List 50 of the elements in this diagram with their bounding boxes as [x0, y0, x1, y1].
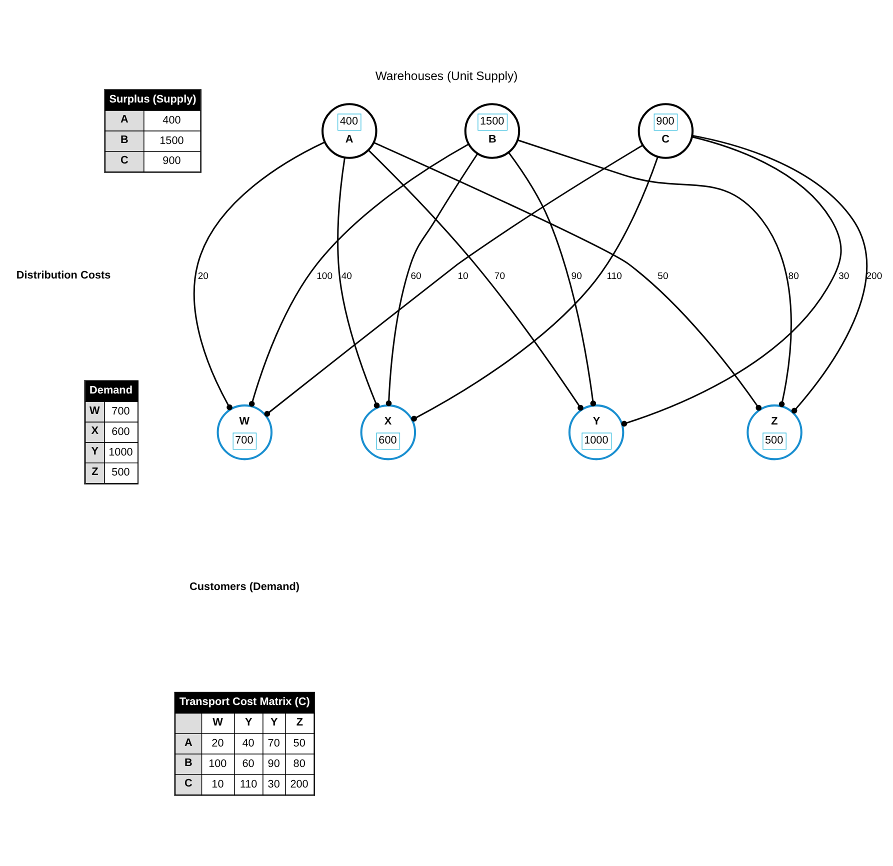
label: Z [296, 716, 303, 728]
label: X [91, 425, 99, 438]
edge-label: 10 [458, 271, 468, 282]
label: 80 [293, 758, 306, 770]
label: 200 [290, 778, 308, 790]
label: 10 [212, 778, 224, 790]
label: 40 [242, 737, 254, 750]
label: Customers (Demand) [190, 580, 300, 593]
edge-label: 80 [788, 271, 799, 282]
label: Transport Cost Matrix (C) [179, 696, 310, 708]
label: Y [91, 446, 99, 458]
edge-label: 100 [316, 271, 333, 282]
label: Demand [90, 384, 132, 396]
edge-label: 70 [494, 271, 506, 282]
label: Y [244, 716, 252, 728]
label: B [184, 757, 192, 770]
label: 400 [162, 114, 181, 126]
label: 600 [112, 426, 130, 438]
edge-label: 50 [658, 271, 668, 282]
label: 70 [268, 737, 280, 750]
label: A [184, 736, 192, 749]
label: A [120, 114, 128, 126]
label: W [90, 404, 100, 417]
label: 100 [208, 758, 227, 770]
label: 30 [268, 778, 280, 790]
label: C [120, 154, 128, 166]
edge-label: 60 [410, 271, 422, 282]
label: C [184, 778, 192, 790]
edge-label: 40 [341, 271, 352, 282]
edge-label: 20 [198, 271, 208, 282]
label: 50 [293, 737, 306, 750]
label: 900 [162, 155, 181, 168]
label: 1500 [160, 134, 184, 147]
label: W [212, 716, 223, 728]
label: 90 [268, 758, 280, 770]
label: 20 [212, 737, 224, 750]
label: Z [92, 466, 98, 478]
diagram-title: Warehouses (Unit Supply) [375, 69, 518, 84]
label: Surplus (Supply) [109, 93, 196, 106]
label: 700 [112, 406, 130, 418]
label: 500 [112, 466, 130, 479]
edge-label: 30 [838, 271, 850, 282]
label: 1000 [108, 446, 133, 458]
label: 110 [240, 778, 258, 790]
label: Distribution Costs [16, 269, 111, 282]
edge-label: 110 [606, 271, 622, 282]
edge-label: 90 [571, 271, 582, 282]
label: 60 [242, 758, 254, 770]
label: B [120, 134, 128, 146]
label: Y [270, 716, 278, 728]
